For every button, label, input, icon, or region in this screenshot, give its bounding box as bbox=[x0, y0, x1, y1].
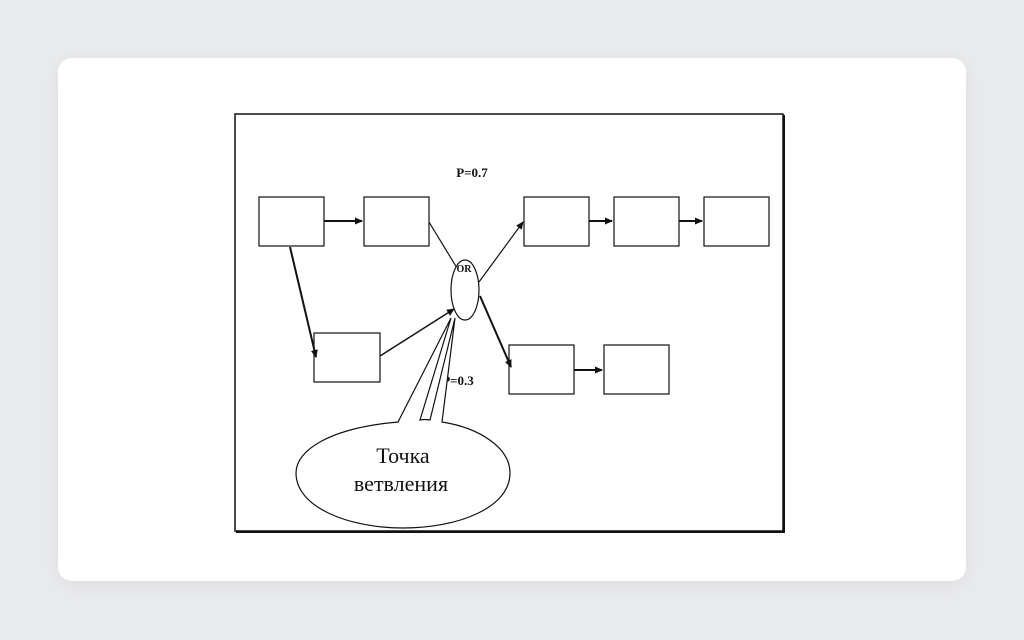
arrow-or-box7 bbox=[479, 295, 512, 368]
callout-line-2: ветвления bbox=[354, 471, 448, 496]
line-box2-or bbox=[428, 221, 458, 269]
probability-top-label: P=0.7 bbox=[456, 165, 488, 180]
process-box-6 bbox=[703, 196, 770, 247]
process-box-2 bbox=[363, 196, 430, 247]
callout-bubble bbox=[295, 317, 511, 529]
callout-line-1: Точка bbox=[376, 443, 430, 468]
process-box-3 bbox=[313, 332, 381, 383]
process-box-4 bbox=[523, 196, 590, 247]
or-label: OR bbox=[457, 264, 473, 275]
process-box-7 bbox=[508, 344, 575, 395]
arrow-or-box4 bbox=[478, 221, 524, 283]
process-box-1 bbox=[258, 196, 325, 247]
arrow-box3-or bbox=[379, 308, 455, 357]
probability-bottom-label: P=0.3 bbox=[442, 373, 474, 388]
or-junction-node bbox=[450, 259, 480, 321]
arrow-box1-box3 bbox=[289, 246, 318, 358]
process-box-8 bbox=[603, 344, 670, 395]
process-box-5 bbox=[613, 196, 680, 247]
